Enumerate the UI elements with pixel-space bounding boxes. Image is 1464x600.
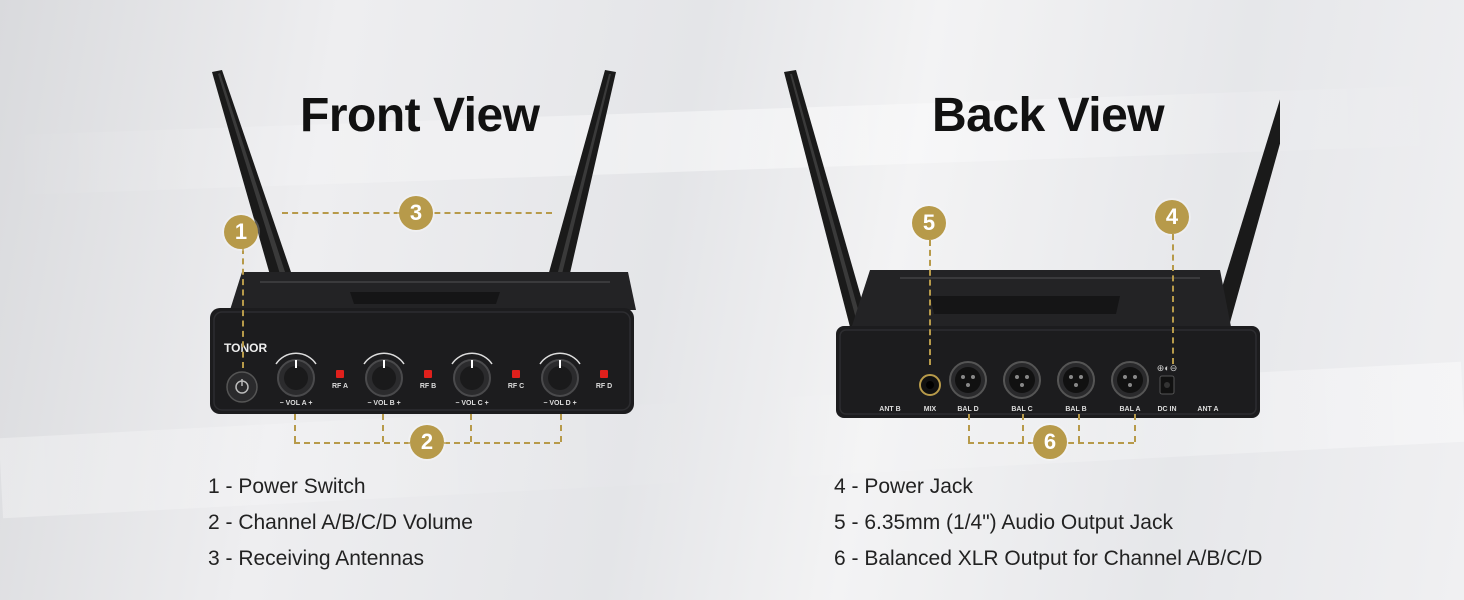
volume-callout-tick [470,414,472,442]
callout-badge-5: 5 [912,206,946,240]
xlr-output-bal-d[interactable]: BAL D [949,361,987,413]
volume-callout-tick [382,414,384,442]
callout-badge-4: 4 [1155,200,1189,234]
rf-label: RF D [596,383,612,390]
volume-knob-label: − VOL B + [367,400,400,407]
volume-knob-b[interactable]: − VOL B + [363,352,405,407]
legend-item: 3 - Receiving Antennas [208,547,424,570]
rf-led [336,370,344,378]
brand-logo: TONOR [224,341,267,355]
power-button[interactable] [226,371,258,403]
xlr-callout-tick [1134,414,1136,442]
callout-badge-3: 3 [399,196,433,230]
volume-knob-a[interactable]: − VOL A + [275,352,317,407]
legend-item: 5 - 6.35mm (1/4") Audio Output Jack [834,511,1173,534]
legend-item: 1 - Power Switch [208,475,366,498]
mix-label: MIX [924,406,937,413]
front-receiver-image: TONOR − VOL A + RF A − VOL B + RF B − VOL C … [210,70,636,414]
volume-knob-d[interactable]: − VOL D + [539,352,581,407]
volume-knob-label: − VOL A + [280,400,313,407]
xlr-callout-tick [968,414,970,442]
xlr-output-bal-b[interactable]: BAL B [1057,361,1095,413]
xlr-output-bal-a[interactable]: BAL A [1111,361,1149,413]
back-view-title: Back View [932,89,1165,142]
legend-item: 4 - Power Jack [834,475,973,498]
rf-label: RF A [332,383,348,390]
xlr-label: BAL C [1011,406,1032,413]
legend-item: 6 - Balanced XLR Output for Channel A/B/… [834,547,1263,570]
power-jack-callout-line [1172,234,1174,364]
callout-badge-6: 6 [1033,425,1067,459]
legend-item: 2 - Channel A/B/C/D Volume [208,511,473,534]
ant-b-label: ANT B [879,406,900,413]
front-legend: 1 - Power Switch 2 - Channel A/B/C/D Vol… [208,469,473,577]
back-legend: 4 - Power Jack 5 - 6.35mm (1/4") Audio O… [834,469,1262,577]
volume-knob-label: − VOL D + [543,400,576,407]
callout-badge-2: 2 [410,425,444,459]
right-antenna [548,70,616,282]
rf-led [512,370,520,378]
volume-knob-label: − VOL C + [455,400,488,407]
back-receiver-image: MIX ANT B ANT A BAL D BAL C BAL B BAL A DC … [784,70,1280,418]
xlr-label: BAL B [1065,406,1086,413]
polarity-icon: ⊕◐⊖ [1157,363,1178,373]
xlr-label: BAL A [1120,406,1141,413]
xlr-callout-tick [1078,414,1080,442]
rf-led [600,370,608,378]
ant-a-label: ANT A [1197,406,1218,413]
xlr-callout-tick [1022,414,1024,442]
front-view-title: Front View [300,89,540,142]
callout-badge-1: 1 [224,215,258,249]
xlr-label: BAL D [957,406,978,413]
power-callout-line [242,248,244,368]
volume-callout-tick [560,414,562,442]
rf-label: RF C [508,383,524,390]
rf-led [424,370,432,378]
dc-in-label: DC IN [1157,406,1176,413]
volume-knob-c[interactable]: − VOL C + [451,352,493,407]
mix-callout-line [929,240,931,365]
rf-label: RF B [420,383,436,390]
xlr-output-bal-c[interactable]: BAL C [1003,361,1041,413]
volume-callout-tick [294,414,296,442]
